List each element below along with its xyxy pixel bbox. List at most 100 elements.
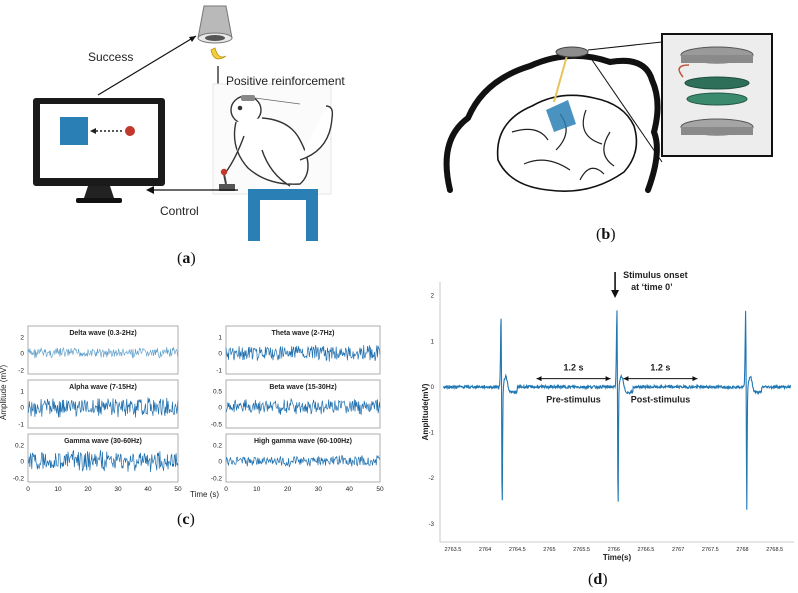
y-tick-label: 0: [20, 351, 24, 358]
x-tick-label: 50: [174, 486, 182, 493]
x-tick-label: 20: [84, 486, 92, 493]
joystick-base: [219, 184, 235, 191]
x-tick-label: 0: [224, 486, 228, 493]
brain-outline: [496, 94, 638, 192]
implant-chip: [241, 95, 255, 101]
caption-b-letter: b: [601, 226, 611, 243]
monitor-screen: [40, 104, 158, 178]
monkey-figure: [225, 95, 334, 187]
y-tick-label: -1: [18, 422, 24, 429]
trace-line: [225, 345, 381, 362]
y-tick-label: -1: [216, 368, 222, 375]
trace-line: [225, 397, 381, 416]
x-tick-label: 2765.5: [573, 547, 590, 553]
y-tick-label: 0: [218, 351, 222, 358]
monitor-stand: [84, 186, 114, 198]
y-tick-label: -0.5: [211, 422, 223, 429]
y-tick-label: -0.2: [211, 476, 223, 483]
onset-arrow-icon: [611, 290, 620, 298]
x-tick-label: 30: [315, 486, 323, 493]
subplot-title: Alpha wave (7-15Hz): [69, 384, 137, 391]
panel-d-ylabel: Amplitude(mV): [421, 383, 430, 440]
x-tick-label: 0: [26, 486, 30, 493]
y-tick-label: 0: [431, 385, 435, 391]
x-tick-label: 50: [376, 486, 384, 493]
y-tick-label: 0: [218, 459, 222, 466]
caption-d-letter: d: [593, 571, 603, 588]
caption-c-letter: c: [182, 511, 190, 528]
post-stimulus-label: Post-stimulus: [631, 394, 691, 404]
target-square: [60, 117, 88, 145]
subplot-title: Delta wave (0.3-2Hz): [69, 330, 136, 337]
y-tick-label: 1: [431, 339, 435, 345]
x-tick-label: 2767.5: [702, 547, 719, 553]
panel-d-plot: 2 1 0 -1 -2 -3 2763.5 2764 2764.5 2765 2765.5 2766 2…: [421, 270, 794, 562]
y-tick-label: -0.2: [13, 476, 25, 483]
y-tick-label: -2: [18, 368, 24, 375]
y-tick-label: -3: [429, 522, 435, 528]
control-label: Control: [160, 204, 199, 218]
subplot-title: Beta wave (15-30Hz): [269, 384, 336, 391]
success-arrow-icon: [189, 36, 196, 42]
x-tick-label: 2764: [479, 547, 491, 553]
panel-a-illustration: [33, 5, 334, 241]
y-tick-label: 2: [431, 294, 435, 300]
post-duration-arrow-left-head: [623, 376, 629, 382]
implant-connector: [555, 46, 589, 58]
trace-line: [27, 449, 179, 473]
head-outline: [443, 52, 661, 193]
implant-photo: [661, 33, 773, 157]
y-tick-label: 0: [20, 459, 24, 466]
post-duration-label: 1.2 s: [650, 363, 670, 373]
subplot-title: High gamma wave (60-100Hz): [254, 438, 352, 445]
x-tick-label: 20: [284, 486, 292, 493]
y-tick-label: 0: [20, 405, 24, 412]
trace-line: [27, 346, 179, 359]
x-tick-label: 2768.5: [766, 547, 783, 553]
implant-photo-drawing: [663, 35, 771, 155]
caption-a: (a): [177, 250, 196, 267]
subplot-title: Theta wave (2-7Hz): [271, 330, 334, 337]
banana-icon: [210, 47, 227, 60]
y-tick-label: -1: [429, 431, 435, 437]
x-tick-label: 2766: [608, 547, 620, 553]
panel-d-xlabel: Time(s): [603, 553, 632, 562]
post-duration-arrow-right-head: [692, 376, 698, 382]
subplot-frame: [27, 433, 179, 483]
y-tick-label: 0.2: [15, 443, 24, 450]
control-arrow-icon: [146, 186, 154, 194]
pre-duration-label: 1.2 s: [564, 363, 584, 373]
eeg-trace: [442, 310, 792, 510]
x-tick-label: 2763.5: [444, 547, 461, 553]
x-tick-label: 40: [346, 486, 354, 493]
trace-line: [27, 397, 179, 418]
monitor-base: [76, 198, 122, 203]
chair: [248, 189, 318, 241]
brain-illustration: [443, 41, 663, 193]
y-tick-label: 1: [218, 335, 222, 342]
y-tick-label: 0: [218, 405, 222, 412]
x-tick-label: 2764.5: [509, 547, 526, 553]
caption-d: (d): [588, 571, 608, 588]
x-tick-label: 2768: [736, 547, 748, 553]
y-tick-label: 0.2: [213, 443, 222, 450]
pre-stimulus-label: Pre-stimulus: [546, 394, 601, 404]
cursor-dot: [125, 126, 135, 136]
caption-c: (c): [177, 511, 195, 528]
trace-line: [225, 454, 381, 468]
y-tick-label: -2: [429, 476, 435, 482]
x-tick-label: 40: [144, 486, 152, 493]
joystick-knob: [220, 168, 228, 176]
x-tick-label: 2766.5: [638, 547, 655, 553]
y-tick-label: 1: [20, 389, 24, 396]
positive-reinforcement-label: Positive reinforcement: [226, 74, 345, 88]
stimulus-onset-label: Stimulus onset: [623, 270, 688, 280]
pre-duration-arrow-right-head: [605, 376, 611, 382]
x-tick-label: 2765: [543, 547, 555, 553]
electrode-array: [546, 100, 576, 132]
x-tick-label: 10: [253, 486, 261, 493]
x-tick-label: 30: [114, 486, 122, 493]
panel-c-xlabel: Time (s): [190, 490, 220, 499]
success-label: Success: [88, 50, 134, 64]
